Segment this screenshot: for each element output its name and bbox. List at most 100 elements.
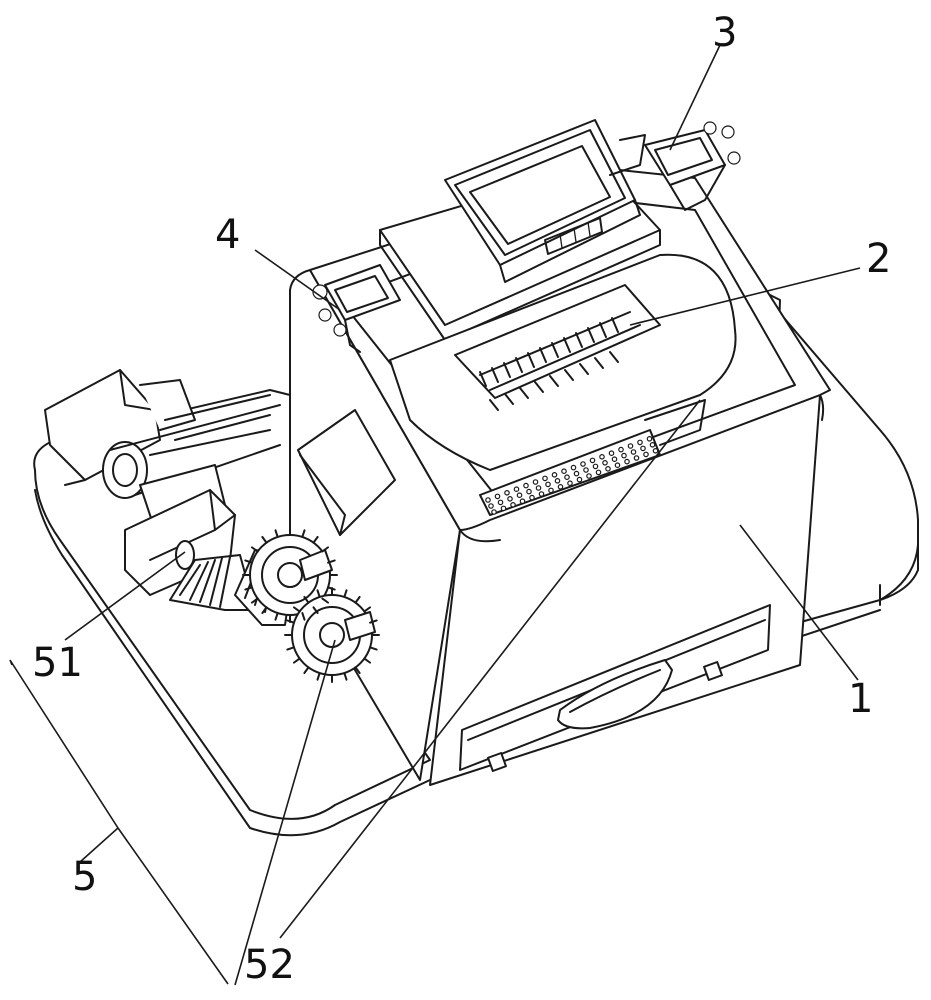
perforation-hole xyxy=(507,495,513,502)
gear-tooth xyxy=(292,657,301,664)
perforation-hole xyxy=(643,451,649,458)
perforation-hole xyxy=(614,462,621,469)
perforation-hole xyxy=(523,482,529,489)
gear-tooth xyxy=(244,586,253,591)
label-1: 1 xyxy=(848,676,873,722)
perforation-hole xyxy=(630,449,637,455)
perforation-hole xyxy=(583,467,589,473)
perforation-hole xyxy=(557,483,564,490)
perforation-hole xyxy=(500,505,507,512)
clamp-left xyxy=(312,264,401,353)
perforation-hole xyxy=(564,474,570,481)
crushing-cylinder xyxy=(389,253,737,516)
perforation-hole xyxy=(488,503,494,509)
perforation-hole xyxy=(573,470,580,477)
perforation-hole xyxy=(608,450,615,457)
perforation-hole xyxy=(551,471,558,478)
leader-4 xyxy=(254,249,341,311)
bracket-5 xyxy=(9,659,229,985)
label-5: 5 xyxy=(72,854,97,900)
perforation-hole xyxy=(602,459,608,466)
perforation-hole xyxy=(580,461,586,467)
leader-3 xyxy=(669,44,721,151)
gear-tooth xyxy=(250,597,259,604)
perforation-hole xyxy=(526,488,532,495)
perforation-hole xyxy=(494,493,501,500)
leader-52 xyxy=(279,399,701,939)
perforation-hole xyxy=(649,441,656,448)
pulley xyxy=(102,441,148,499)
perforation-hole xyxy=(586,473,592,479)
gear-tooth xyxy=(316,672,321,681)
gear-tooth xyxy=(303,595,310,604)
reference-numerals: 1 2 3 4 5 51 52 xyxy=(32,10,891,988)
top-platform xyxy=(379,119,661,341)
gear-teeth xyxy=(242,527,380,683)
gear-tooth xyxy=(312,606,319,615)
gear-tooth xyxy=(303,666,310,675)
perforation-hole xyxy=(535,485,542,491)
gear-tooth xyxy=(354,666,361,675)
perforation-hole xyxy=(621,452,627,459)
gear-tooth xyxy=(286,646,295,651)
motor-shaft xyxy=(175,540,195,570)
perforation-hole xyxy=(491,509,497,515)
perforation-hole xyxy=(611,456,618,463)
perforation-hole xyxy=(595,469,602,476)
gear-tooth xyxy=(244,559,253,564)
gear-tooth xyxy=(316,589,321,598)
label-4: 4 xyxy=(215,212,240,258)
perforations xyxy=(485,435,659,515)
label-3: 3 xyxy=(712,10,737,56)
perforation-hole xyxy=(510,501,516,508)
gear-tooth xyxy=(321,546,330,553)
perforation-hole xyxy=(589,457,596,464)
perforation-hole xyxy=(599,453,605,460)
label-52: 52 xyxy=(244,942,295,988)
perforation-hole xyxy=(504,489,510,496)
gear-tooth xyxy=(261,535,268,544)
gear-tooth xyxy=(321,597,330,604)
perforation-hole xyxy=(605,465,611,472)
perforation-hole xyxy=(554,477,561,484)
label-51: 51 xyxy=(32,640,83,686)
perforation-hole xyxy=(627,443,634,449)
perforation-hole xyxy=(592,463,599,470)
leader-lines xyxy=(9,44,861,986)
perforation-hole xyxy=(637,439,643,446)
gear-tooth xyxy=(301,612,306,621)
perforation-hole xyxy=(633,455,640,461)
perforation-hole xyxy=(576,476,583,483)
leader-1 xyxy=(739,524,859,681)
leader-52b xyxy=(234,639,336,986)
perforation-hole xyxy=(516,492,523,499)
perforation-hole xyxy=(652,447,659,454)
gear-tooth xyxy=(363,657,372,664)
side-box xyxy=(297,409,396,536)
perforation-hole xyxy=(497,499,504,506)
gear-tooth xyxy=(343,672,348,681)
gear-tooth xyxy=(369,646,378,651)
gear-tooth xyxy=(274,612,279,621)
perforation-hole xyxy=(542,475,548,482)
perforation-hole xyxy=(548,487,554,494)
gear-tooth xyxy=(301,529,306,538)
perforation-hole xyxy=(646,435,653,442)
leader-2 xyxy=(629,267,861,326)
perforation-hole xyxy=(570,464,577,471)
perforation-hole xyxy=(618,446,624,453)
perforation-hole xyxy=(485,497,491,503)
gear-tooth xyxy=(286,619,295,624)
clamp-right xyxy=(609,121,741,211)
gear-tooth xyxy=(369,619,378,624)
perforation-hole xyxy=(640,445,646,452)
perforation-hole xyxy=(513,486,520,493)
perforation-hole xyxy=(529,494,535,501)
gear-tooth xyxy=(343,589,348,598)
perforation-hole xyxy=(624,458,630,465)
gear-tooth xyxy=(292,606,301,613)
leader-51 xyxy=(64,551,186,641)
perforation-hole xyxy=(545,481,551,488)
perforation-hole xyxy=(519,498,526,505)
